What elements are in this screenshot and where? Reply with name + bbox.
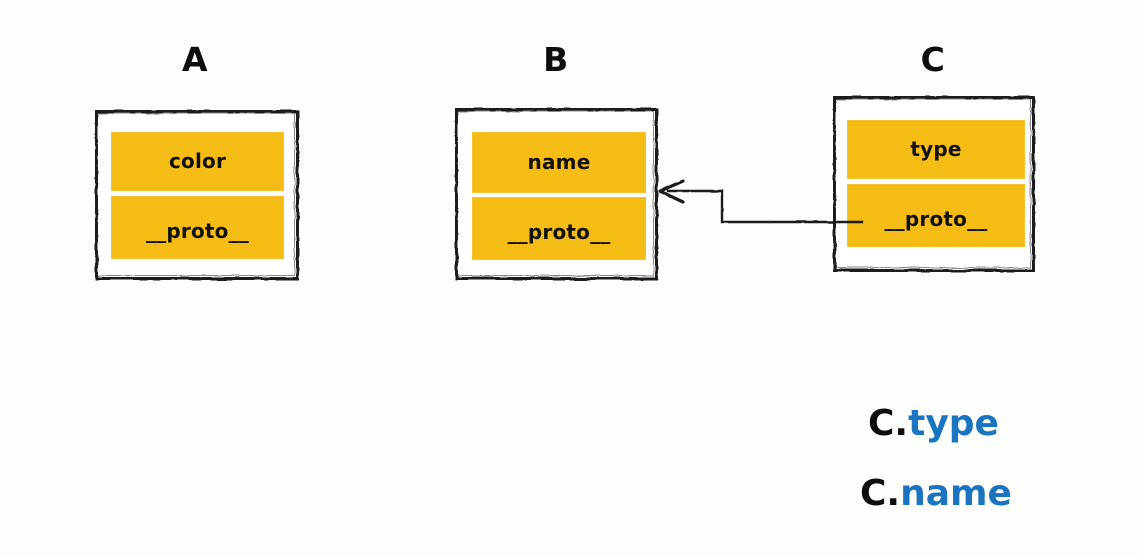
object-box-b: name __proto__	[455, 108, 658, 280]
expression-c-type: C.type	[868, 406, 999, 442]
property-label: type	[910, 136, 962, 161]
expression-property: name	[900, 473, 1012, 514]
property-label: color	[168, 148, 227, 173]
object-a-property-proto[interactable]: __proto__	[112, 197, 283, 258]
object-title-c: C	[920, 40, 946, 79]
object-b-property-proto[interactable]: __proto__	[473, 198, 645, 259]
object-title-a: A	[181, 40, 209, 79]
expression-object: C.	[868, 403, 909, 444]
object-c-property-type[interactable]: type	[848, 121, 1024, 178]
expression-c-name: C.name	[860, 476, 1012, 512]
object-box-c-border	[833, 96, 1035, 272]
object-box-a-border	[95, 110, 299, 280]
object-a-property-color[interactable]: color	[112, 133, 283, 190]
object-b-property-name[interactable]: name	[473, 133, 645, 192]
property-label: __proto__	[145, 218, 250, 243]
expression-property: type	[908, 403, 999, 444]
expression-object: C.	[860, 473, 901, 514]
object-c-property-proto[interactable]: __proto__	[848, 185, 1024, 246]
property-label: __proto__	[507, 219, 611, 244]
object-box-c: type __proto__	[833, 96, 1035, 272]
object-box-b-border	[455, 108, 658, 280]
property-label: __proto__	[884, 206, 988, 231]
property-label: name	[527, 149, 591, 174]
object-box-a: color __proto__	[95, 110, 299, 280]
object-title-b: B	[543, 40, 569, 79]
